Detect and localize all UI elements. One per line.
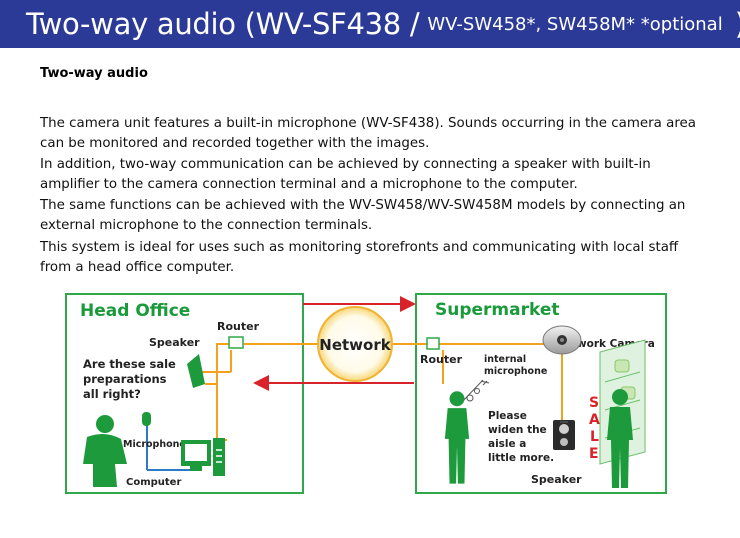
title-subtitle: WV-SW458*, SW458M* *optional bbox=[427, 13, 723, 35]
speaker-label-right: Speaker bbox=[531, 473, 582, 486]
question-line-3: all right? bbox=[83, 387, 141, 401]
reply-line-3: aisle a bbox=[488, 438, 526, 450]
sale-letter-l: L bbox=[590, 429, 599, 445]
paragraph-3: The same functions can be achieved with … bbox=[40, 198, 686, 233]
sale-letter-a: A bbox=[589, 412, 600, 428]
title-end: ) bbox=[735, 7, 740, 41]
microphone-icon bbox=[142, 412, 151, 426]
router-icon-left bbox=[228, 336, 244, 349]
title-main: Two-way audio (WV-SF438 / bbox=[26, 7, 420, 41]
head-office-person-icon bbox=[83, 415, 127, 487]
router-label-right: Router bbox=[420, 353, 463, 366]
router-label-left: Router bbox=[217, 320, 260, 333]
paragraph-2: In addition, two-way communication can b… bbox=[40, 157, 651, 192]
cabling bbox=[200, 343, 547, 441]
title-bar: Two-way audio (WV-SF438 / WV-SW458*, SW4… bbox=[0, 0, 740, 48]
speaker-icon-right bbox=[553, 420, 575, 450]
computer-label: Computer bbox=[126, 477, 181, 488]
network-icon bbox=[317, 306, 393, 382]
speaker-icon-left bbox=[187, 354, 205, 388]
network-camera-icon bbox=[542, 325, 582, 355]
network-label: Network bbox=[319, 336, 391, 354]
question-line-2: preparations bbox=[83, 372, 167, 386]
reply-line-1: Please bbox=[488, 410, 527, 422]
reply-line-4: little more. bbox=[488, 452, 554, 464]
sale-letter-s: S bbox=[589, 395, 599, 411]
router-icon-right bbox=[426, 337, 440, 350]
system-diagram: Network Head Office Router Speaker Are t… bbox=[65, 293, 667, 494]
paragraph-4: This system is ideal for uses such as mo… bbox=[40, 240, 679, 275]
head-office-title: Head Office bbox=[80, 301, 190, 321]
sale-letter-e: E bbox=[589, 446, 599, 462]
section-heading: Two-way audio bbox=[40, 66, 148, 81]
supermarket-title: Supermarket bbox=[435, 300, 560, 320]
question-line-1: Are these sale bbox=[83, 357, 176, 371]
speaker-label-left: Speaker bbox=[149, 336, 200, 349]
reply-line-2: widen the bbox=[488, 424, 547, 436]
paragraph-1: The camera unit features a built-in micr… bbox=[40, 116, 696, 151]
computer-icon bbox=[181, 438, 225, 476]
internal-mic-line-1: internal bbox=[484, 354, 526, 365]
internal-mic-line-2: microphone bbox=[484, 366, 547, 377]
microphone-label: Microphone bbox=[123, 439, 186, 450]
